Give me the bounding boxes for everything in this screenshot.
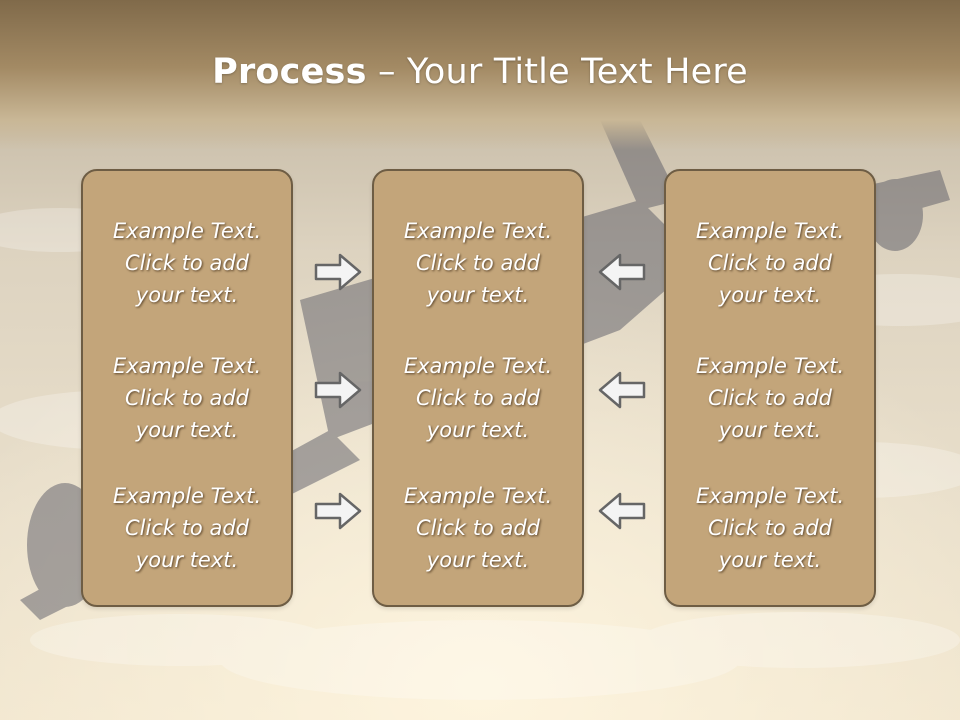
slide-title[interactable]: Process – Your Title Text Here — [0, 52, 960, 92]
text-line: your text. — [426, 418, 530, 442]
text-line: Click to add — [415, 386, 540, 410]
text-line: Example Text. — [695, 354, 845, 378]
arrow-right-icon — [314, 253, 362, 291]
text-line: Example Text. — [403, 484, 553, 508]
text-line: Click to add — [707, 386, 832, 410]
text-line: Click to add — [124, 516, 249, 540]
text-line: your text. — [718, 283, 822, 307]
text-placeholder[interactable]: Example Text. Click to add your text. — [666, 480, 874, 576]
text-placeholder[interactable]: Example Text. Click to add your text. — [666, 215, 874, 311]
right-text-box[interactable]: Example Text. Click to add your text. Ex… — [664, 169, 876, 607]
text-placeholder[interactable]: Example Text. Click to add your text. — [374, 480, 582, 576]
text-line: Example Text. — [695, 484, 845, 508]
arrow-left-icon — [598, 492, 646, 530]
text-line: Click to add — [124, 251, 249, 275]
text-line: your text. — [426, 283, 530, 307]
text-placeholder[interactable]: Example Text. Click to add your text. — [83, 215, 291, 311]
text-placeholder[interactable]: Example Text. Click to add your text. — [374, 215, 582, 311]
arrow-right-icon — [314, 371, 362, 409]
text-line: Click to add — [415, 251, 540, 275]
text-line: Example Text. — [695, 219, 845, 243]
text-line: Example Text. — [112, 354, 262, 378]
text-line: your text. — [135, 418, 239, 442]
arrow-left-icon — [598, 371, 646, 409]
middle-text-box[interactable]: Example Text. Click to add your text. Ex… — [372, 169, 584, 607]
text-line: Click to add — [415, 516, 540, 540]
text-placeholder[interactable]: Example Text. Click to add your text. — [666, 350, 874, 446]
text-placeholder[interactable]: Example Text. Click to add your text. — [374, 350, 582, 446]
slide-title-bold: Process — [212, 52, 367, 92]
text-line: Click to add — [707, 251, 832, 275]
arrow-left-icon — [598, 253, 646, 291]
text-line: your text. — [426, 548, 530, 572]
text-line: your text. — [718, 418, 822, 442]
header-band — [0, 0, 960, 150]
text-placeholder[interactable]: Example Text. Click to add your text. — [83, 350, 291, 446]
text-line: Example Text. — [112, 219, 262, 243]
left-text-box[interactable]: Example Text. Click to add your text. Ex… — [81, 169, 293, 607]
text-line: Click to add — [124, 386, 249, 410]
text-line: your text. — [135, 283, 239, 307]
text-line: Example Text. — [112, 484, 262, 508]
text-line: your text. — [135, 548, 239, 572]
text-placeholder[interactable]: Example Text. Click to add your text. — [83, 480, 291, 576]
text-line: Example Text. — [403, 354, 553, 378]
slide-title-rest: – Your Title Text Here — [366, 52, 748, 92]
arrow-right-icon — [314, 492, 362, 530]
text-line: Click to add — [707, 516, 832, 540]
text-line: Example Text. — [403, 219, 553, 243]
text-line: your text. — [718, 548, 822, 572]
